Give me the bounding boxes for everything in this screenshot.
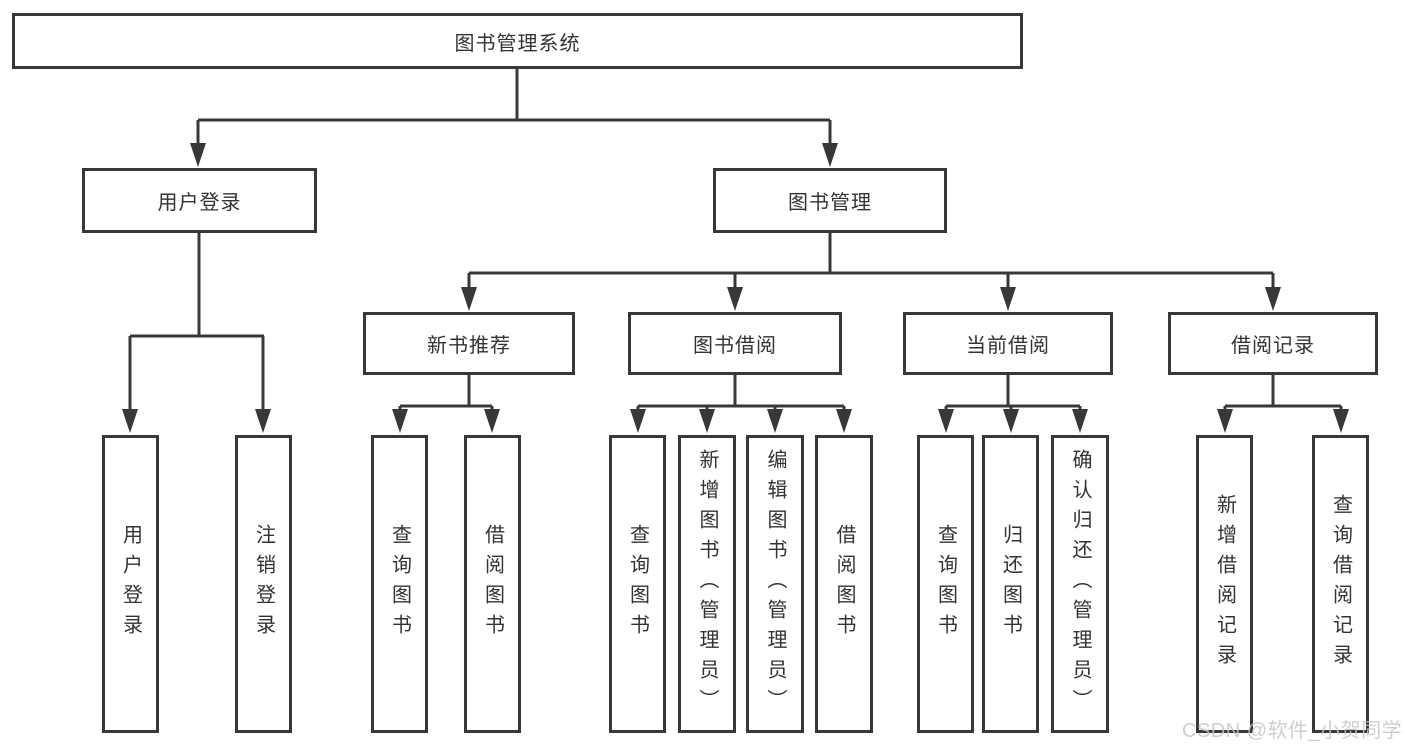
leaf-confirm-return-admin: 确认归还（管理员） xyxy=(1051,435,1109,733)
leaf-query-books-recommend: 查询图书 xyxy=(371,435,428,733)
leaf-label: 查询图书 xyxy=(626,524,649,644)
arrow-down-icons xyxy=(122,143,1349,433)
leaf-add-book-admin: 新增图书（管理员） xyxy=(678,435,736,733)
leaf-label: 用户登录 xyxy=(119,524,142,644)
leaf-borrow-books: 借阅图书 xyxy=(815,435,873,733)
node-borrow-records: 借阅记录 xyxy=(1168,312,1378,375)
node-current-borrow: 当前借阅 xyxy=(903,312,1113,375)
node-user-login: 用户登录 xyxy=(82,168,317,233)
leaf-query-borrow-record: 查询借阅记录 xyxy=(1312,435,1369,733)
leaf-label: 借阅图书 xyxy=(833,524,855,644)
leaf-label: 确认归还（管理员） xyxy=(1069,449,1091,719)
leaf-label: 新增图书（管理员） xyxy=(696,449,718,719)
leaf-return-book: 归还图书 xyxy=(982,435,1039,733)
leaf-label: 借阅图书 xyxy=(481,524,504,644)
leaf-query-books-current: 查询图书 xyxy=(917,435,974,733)
leaf-label: 归还图书 xyxy=(999,524,1022,644)
leaf-query-books-borrow: 查询图书 xyxy=(609,435,666,733)
leaf-borrow-books-recommend: 借阅图书 xyxy=(464,435,521,733)
leaf-label: 新增借阅记录 xyxy=(1213,494,1236,674)
node-book-borrow: 图书借阅 xyxy=(628,312,842,375)
leaf-logout: 注销登录 xyxy=(235,435,292,733)
node-book-management: 图书管理 xyxy=(713,168,947,233)
watermark: CSDN @软件_小贺同学 xyxy=(1182,720,1403,742)
leaf-label: 查询图书 xyxy=(388,524,411,644)
node-root: 图书管理系统 xyxy=(12,13,1023,69)
leaf-label: 查询图书 xyxy=(934,524,957,644)
leaf-add-borrow-record: 新增借阅记录 xyxy=(1196,435,1253,733)
leaf-label: 编辑图书（管理员） xyxy=(764,449,786,719)
node-new-book-recommend: 新书推荐 xyxy=(363,312,575,375)
leaf-user-login: 用户登录 xyxy=(102,435,159,733)
leaf-label: 查询借阅记录 xyxy=(1329,494,1352,674)
leaf-edit-book-admin: 编辑图书（管理员） xyxy=(746,435,804,733)
leaf-label: 注销登录 xyxy=(252,524,275,644)
